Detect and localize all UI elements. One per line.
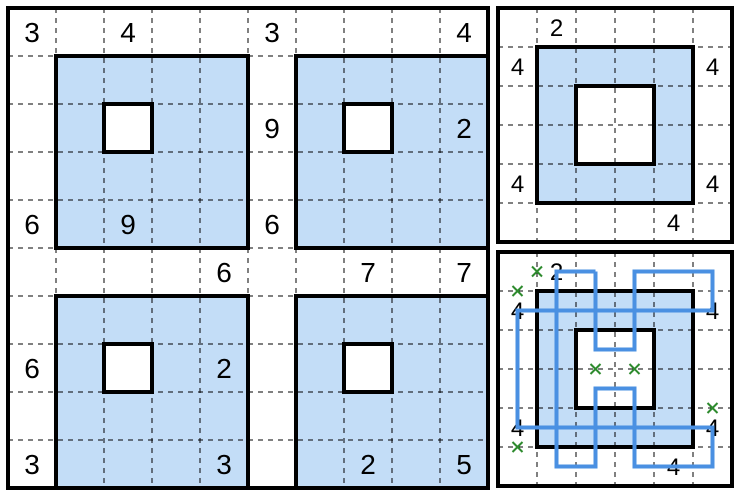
- main-hole-border: [342, 342, 394, 394]
- solution-cross-mark: [706, 402, 719, 414]
- main-region-hole: [104, 344, 152, 392]
- main-region-hole: [344, 344, 392, 392]
- main-clue: 3: [24, 449, 40, 480]
- solution-cross-mark: [628, 363, 641, 375]
- main-clue: 3: [264, 17, 280, 48]
- main-clue: 4: [120, 17, 136, 48]
- example-clue: 2: [550, 15, 563, 42]
- example-clue: 4: [511, 171, 524, 198]
- example-outer-border: [496, 6, 734, 244]
- main-region-hole: [344, 104, 392, 152]
- main-clue: 2: [456, 113, 472, 144]
- main-region-hole: [104, 104, 152, 152]
- main-hole-border: [342, 102, 394, 154]
- solution-cross-mark: [531, 265, 543, 278]
- main-clue: 2: [360, 449, 376, 480]
- solution-hole-border: [574, 328, 656, 410]
- solution-cross-mark: [511, 441, 524, 453]
- main-region-border: [54, 54, 250, 250]
- main-clue: 9: [264, 113, 280, 144]
- solution-region-border: [535, 289, 695, 449]
- example-clue: 4: [706, 171, 719, 198]
- example-clue: 4: [706, 54, 719, 81]
- main-puzzle-grid: 3 4 3 4 9 2 6 9 6 6 7 7 6 2 3 3 2 5: [6, 6, 490, 490]
- main-hole-border: [102, 102, 154, 154]
- main-clue: 5: [456, 449, 472, 480]
- main-clue: 2: [216, 353, 232, 384]
- example-clue: 4: [667, 210, 680, 237]
- main-clue: 6: [24, 353, 40, 384]
- solution-outer-border: [496, 250, 734, 488]
- main-hole-border: [102, 342, 154, 394]
- solution-loop-line: [515, 269, 715, 469]
- solution-cross-mark: [511, 285, 524, 297]
- example-clue: 4: [511, 54, 524, 81]
- main-clue: 7: [456, 257, 472, 288]
- solution-cross-mark: [589, 363, 602, 375]
- main-clue: 3: [24, 17, 40, 48]
- main-clue: 9: [120, 209, 136, 240]
- main-clue: 3: [216, 449, 232, 480]
- main-clue: 6: [216, 257, 232, 288]
- main-clue: 7: [360, 257, 376, 288]
- main-outer-border: [6, 6, 490, 490]
- example-region-border: [535, 45, 695, 205]
- example-hole-border: [574, 84, 656, 166]
- main-clue: 4: [456, 17, 472, 48]
- main-clue: 6: [24, 209, 40, 240]
- main-clue: 6: [264, 209, 280, 240]
